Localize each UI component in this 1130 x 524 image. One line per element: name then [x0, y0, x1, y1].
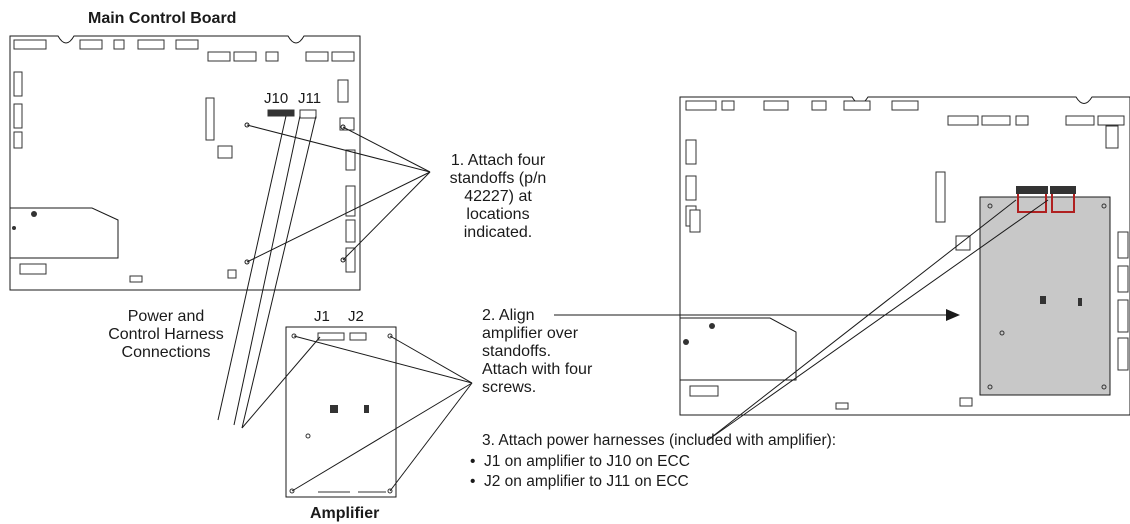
step2-arrow-head	[946, 309, 960, 321]
harness-label: Power and Control Harness Connections	[108, 308, 224, 361]
step3-heading: 3. Attach power harnesses (included with…	[482, 432, 837, 449]
standoff-locations	[244, 122, 346, 265]
assembled-board	[679, 96, 1130, 416]
step2-text: 2. Align amplifier over standoffs. Attac…	[482, 307, 593, 396]
j10-label: J10	[264, 90, 289, 107]
step3-bullet-j1: J1 on amplifier to J10 on ECC	[470, 452, 690, 472]
j2-label: J2	[348, 308, 364, 325]
amplifier-title: Amplifier	[310, 505, 380, 522]
side-connectors	[13, 71, 356, 273]
step3-bullets: J1 on amplifier to J10 on ECC J2 on ampl…	[470, 452, 690, 492]
main-board-title: Main Control Board	[88, 10, 237, 27]
j1-label: J1	[314, 308, 330, 325]
j11-label: J11	[298, 90, 322, 107]
top-connectors	[13, 39, 355, 62]
amplifier-board	[285, 326, 397, 498]
step3-bullet-j2: J2 on amplifier to J11 on ECC	[470, 472, 690, 492]
main-control-board	[9, 35, 361, 291]
step1-text: 1. Attach four standoffs (p/n 42227) at …	[449, 152, 547, 241]
leader-lines	[217, 115, 1049, 492]
